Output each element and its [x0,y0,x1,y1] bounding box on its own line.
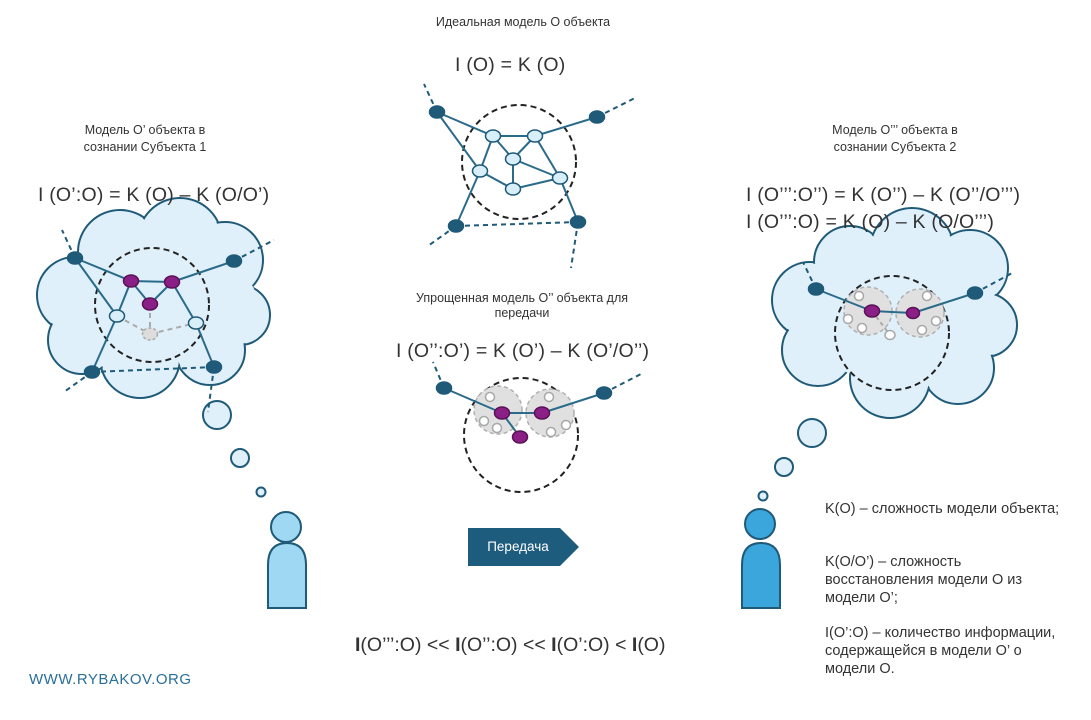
inequality-term-3: (O’:O) < [556,634,632,656]
information-inequality: I(O’’’:O) << I(O’’:O) << I(O’:O) < I(O) [355,634,665,657]
subject2-model-graph [802,261,1015,391]
simplified-model-graph [432,361,642,493]
thought-cloud-right [757,207,1018,502]
transfer-label: Передача [487,539,549,554]
website-link[interactable]: WWW.RYBAKOV.ORG [29,671,192,688]
graph-node [526,129,544,143]
graph-node [428,105,446,119]
thought-bubble [774,457,794,477]
thought-bubble [230,448,250,468]
simplified-model-formula: I (O’’:O’) = K (O’) – K (O’/O’’) [396,340,650,362]
legend-item-information-amount: I(O’:O) – количество информации, содержа… [825,625,1056,677]
graph-node [504,152,522,166]
ideal-model-boundary [461,104,577,220]
inequality-term-2-symbol: I [455,634,461,656]
graph-node [569,215,587,229]
thought-bubble [255,486,267,498]
graph-node [504,182,522,196]
subject2-formula-line1: I (O’’’:O’’) = K (O’’) – K (O’’/O’’’) [746,184,1021,206]
inequality-term-2: (O’’:O) << [460,634,552,656]
transfer-arrow-shape [468,528,579,566]
simplified-model-caption-line2: передачи [494,306,550,320]
inequality-term-1: (O’’’:O) << [360,634,456,656]
subject1-caption-line1: Модель О’ объекта в [84,123,206,137]
inequality-term-4-symbol: I [631,634,638,656]
graph-node [484,129,502,143]
simplified-model-caption-line1: Упрощенная модель О’’ объекта для [415,291,629,305]
thought-cloud-left [36,197,271,498]
ideal-model-graph [423,83,638,269]
subject2-formula-line2: I (O’’’:O) = K (O) – K (O/O’’’) [746,211,995,233]
graph-node [551,171,569,185]
ideal-model-formula: I (O) = K (O) [455,54,566,76]
graph-node [471,164,489,178]
subject1-caption-line2: сознании Субъекта 1 [83,140,207,154]
subject1-model-graph [61,229,275,413]
legend-item-complexity: K(O) – сложность модели объекта; [825,501,1060,517]
graph-node [447,219,465,233]
inequality-term-1-symbol: I [355,634,361,656]
subject2-caption-line2: сознании Субъекта 2 [833,140,957,154]
thought-bubble [797,418,827,448]
graph-node [588,110,606,124]
transfer-arrow: Передача [468,528,580,566]
subject1-formula: I (O’:O) = K (O) – K (O/O’) [38,184,270,206]
person-subject1-icon [267,511,307,609]
inequality-term-3-symbol: I [551,634,557,656]
person-subject2-icon [741,508,781,609]
legend-item-conditional-complexity: K(O/O’) – сложность восстановления модел… [825,554,1023,606]
subject2-caption-line1: Модель О’’’ объекта в [832,123,958,137]
ideal-model-caption: Идеальная модель О объекта [435,15,611,29]
inequality-term-4: (O) [637,634,666,656]
thought-bubble [202,400,232,430]
thought-bubble [757,490,769,502]
